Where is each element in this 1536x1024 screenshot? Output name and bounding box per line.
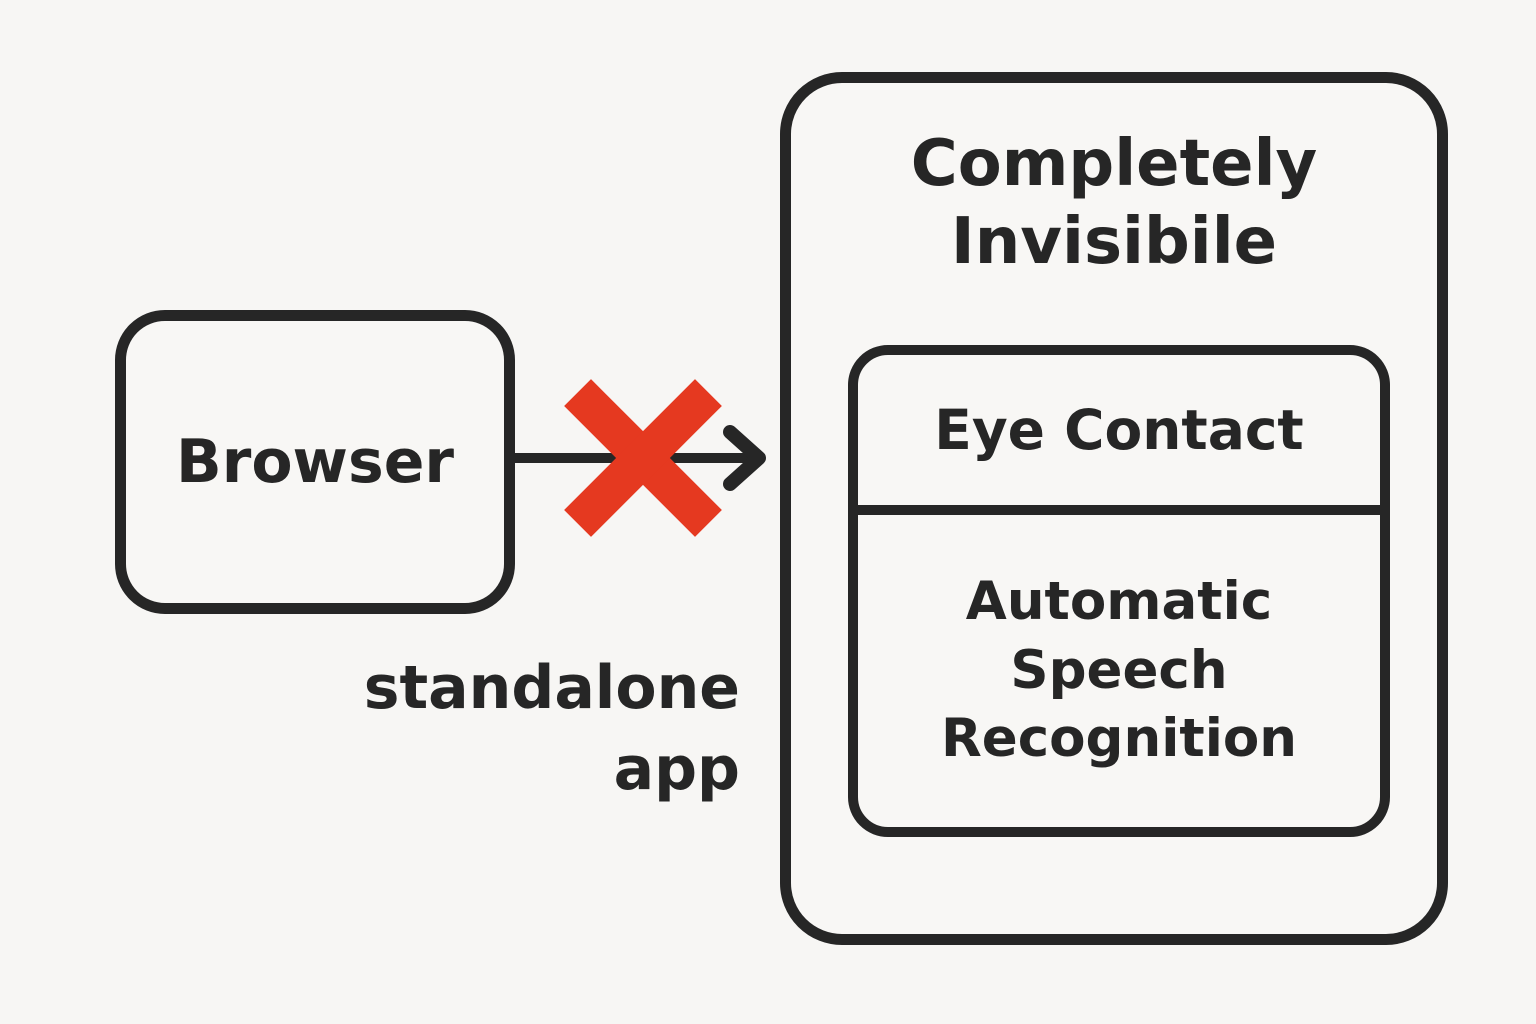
arrow-head [723,425,766,491]
asr-label: Automatic Speech Recognition [940,570,1298,770]
arrow-caption-line-1: standalone [363,653,740,723]
completely-invisible-title: Completely Invisibile [910,127,1318,280]
browser-node-label: Browser [176,427,454,497]
eye-contact-section: Eye Contact [858,355,1380,515]
asr-section: Automatic Speech Recognition [858,515,1380,827]
completely-invisible-node: Completely Invisibile Eye Contact Automa… [780,72,1448,945]
arrow-caption: standalone app [280,648,740,810]
blocked-x-icon [564,379,722,537]
blocked-x-stroke-2 [564,379,722,537]
arrow-caption-line-2: app [613,734,740,804]
capabilities-node: Eye Contact Automatic Speech Recognition [848,345,1390,837]
eye-contact-label: Eye Contact [934,398,1304,462]
browser-node: Browser [115,310,515,614]
